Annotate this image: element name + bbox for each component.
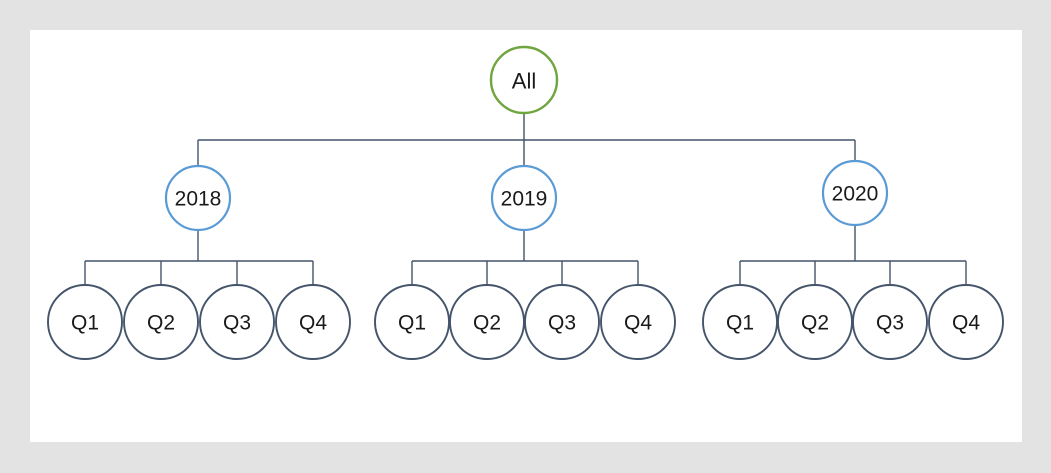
node-year-2020[interactable]: 2020 bbox=[821, 159, 889, 227]
node-year-2019[interactable]: 2019 bbox=[490, 164, 558, 232]
year-2019-to-quarters-connectors bbox=[411, 230, 639, 285]
root-to-years-connectors bbox=[197, 113, 856, 166]
node-2019-q2-label: Q2 bbox=[473, 312, 501, 335]
node-year-2018-label: 2018 bbox=[175, 188, 222, 211]
node-2019-q1[interactable]: Q1 bbox=[374, 284, 450, 360]
node-year-2020-circle[interactable] bbox=[821, 159, 889, 227]
node-year-2018-circle[interactable] bbox=[164, 164, 232, 232]
node-2018-q3[interactable]: Q3 bbox=[199, 284, 275, 360]
year-2020-to-quarters-connectors bbox=[739, 225, 967, 285]
node-2018-q3-label: Q3 bbox=[223, 312, 251, 335]
node-2020-q1-label: Q1 bbox=[726, 312, 754, 335]
node-2018-q1[interactable]: Q1 bbox=[47, 284, 123, 360]
node-year-2019-circle[interactable] bbox=[490, 164, 558, 232]
node-2020-q3-circle[interactable] bbox=[852, 284, 928, 360]
node-2018-q1-circle[interactable] bbox=[47, 284, 123, 360]
node-2018-q4[interactable]: Q4 bbox=[275, 284, 351, 360]
node-2018-q1-label: Q1 bbox=[71, 312, 99, 335]
node-2018-q3-circle[interactable] bbox=[199, 284, 275, 360]
node-2020-q2-circle[interactable] bbox=[777, 284, 853, 360]
node-2019-q2[interactable]: Q2 bbox=[449, 284, 525, 360]
year-2018-to-quarters-connectors bbox=[84, 230, 314, 285]
node-all-circle[interactable] bbox=[489, 45, 559, 115]
node-2020-q4-circle[interactable] bbox=[928, 284, 1004, 360]
node-2019-q1-label: Q1 bbox=[398, 312, 426, 335]
node-2019-q2-circle[interactable] bbox=[449, 284, 525, 360]
node-year-2020-label: 2020 bbox=[832, 183, 879, 206]
node-year-2019-label: 2019 bbox=[501, 188, 548, 211]
node-2020-q2[interactable]: Q2 bbox=[777, 284, 853, 360]
node-2018-q2-label: Q2 bbox=[147, 312, 175, 335]
node-2019-q4[interactable]: Q4 bbox=[600, 284, 676, 360]
node-all[interactable]: All bbox=[489, 45, 559, 115]
node-2020-q1[interactable]: Q1 bbox=[702, 284, 778, 360]
node-2020-q2-label: Q2 bbox=[801, 312, 829, 335]
node-2018-q2[interactable]: Q2 bbox=[123, 284, 199, 360]
node-all-label: All bbox=[512, 69, 536, 94]
node-2020-q4[interactable]: Q4 bbox=[928, 284, 1004, 360]
node-2019-q1-circle[interactable] bbox=[374, 284, 450, 360]
node-2020-q1-circle[interactable] bbox=[702, 284, 778, 360]
node-2018-q4-circle[interactable] bbox=[275, 284, 351, 360]
node-2019-q3-circle[interactable] bbox=[524, 284, 600, 360]
node-year-2018[interactable]: 2018 bbox=[164, 164, 232, 232]
node-2019-q4-label: Q4 bbox=[624, 312, 652, 335]
node-2020-q4-label: Q4 bbox=[952, 312, 980, 335]
node-2019-q4-circle[interactable] bbox=[600, 284, 676, 360]
node-2018-q4-label: Q4 bbox=[299, 312, 327, 335]
node-2019-q3-label: Q3 bbox=[548, 312, 576, 335]
node-2018-q2-circle[interactable] bbox=[123, 284, 199, 360]
node-2020-q3-label: Q3 bbox=[876, 312, 904, 335]
node-2019-q3[interactable]: Q3 bbox=[524, 284, 600, 360]
node-2020-q3[interactable]: Q3 bbox=[852, 284, 928, 360]
